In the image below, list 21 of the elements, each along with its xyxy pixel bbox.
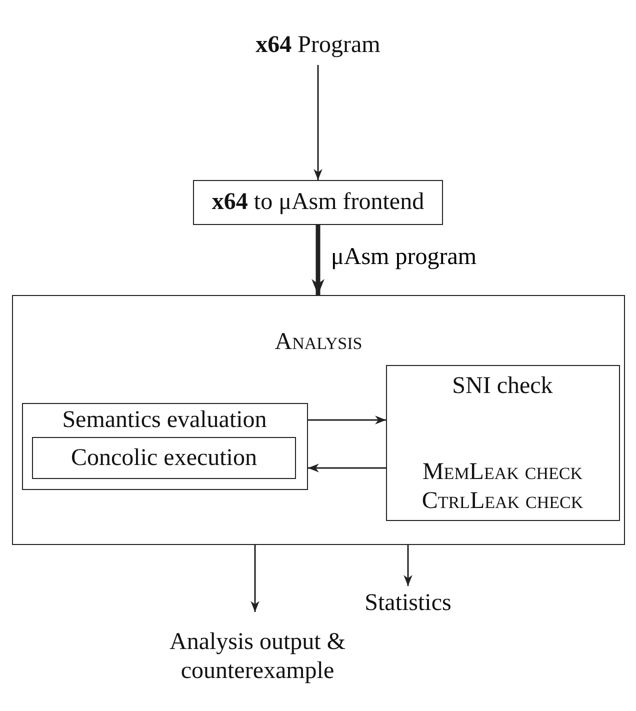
heading-text: Semantics evaluation: [62, 406, 267, 434]
node-text: MemLeak check: [422, 458, 583, 487]
arrow: [404, 545, 412, 586]
node-text: SNI check: [452, 372, 553, 400]
node-text: Concolic execution: [71, 444, 257, 472]
frontend-box: [193, 180, 443, 225]
node-text: CtrlLeak check: [422, 486, 584, 516]
analysis-container: [12, 295, 625, 545]
node-text: x64 Program: [256, 30, 380, 60]
arrow: [314, 65, 322, 180]
node-text: Analysis output & counterexample: [168, 628, 346, 686]
check-box: [386, 364, 620, 520]
arrow: [308, 464, 386, 472]
node-text: Statistics: [364, 588, 452, 618]
arrow: [312, 225, 324, 295]
semantics-box: [22, 402, 308, 490]
arrow: [250, 545, 260, 612]
arrow: [308, 416, 386, 424]
concolic-box: [32, 437, 296, 479]
node-text: x64 to μAsm frontend: [212, 188, 424, 217]
heading-text: Analysis: [274, 328, 362, 357]
